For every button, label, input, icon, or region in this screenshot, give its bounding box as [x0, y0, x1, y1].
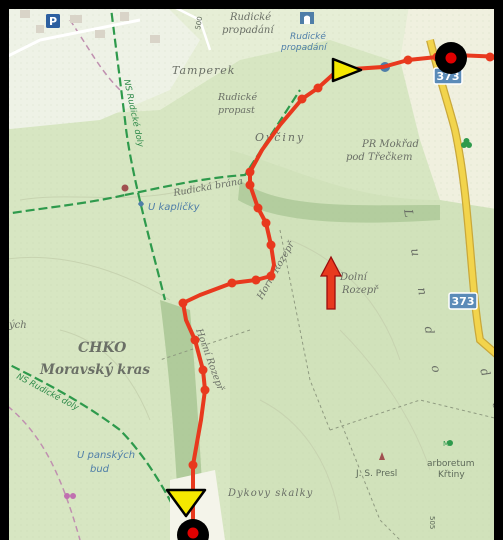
- place-label-panskych: bud: [90, 464, 110, 475]
- footpaths: [159, 229, 494, 540]
- red-target-marker-icon[interactable]: [435, 42, 467, 74]
- place-label: Rudické: [290, 31, 326, 42]
- reserve-boundary: [9, 19, 121, 540]
- chapel-icon: [121, 184, 129, 192]
- tree-icon: [461, 138, 472, 148]
- place-label-propast: propast: [218, 105, 255, 116]
- poi-label-presl: J. S. Presl: [355, 469, 397, 479]
- yellow-triangle-icon[interactable]: [331, 57, 363, 83]
- poi-label-arboretum: Křtiny: [438, 470, 465, 480]
- local-road-2: [175, 9, 212, 51]
- place-label-mokrad: pod Třečkem: [346, 152, 412, 163]
- place-label-dolni: Dolní: [339, 272, 369, 283]
- svg-text:M: M: [443, 440, 449, 448]
- parking-icon: P: [46, 14, 60, 28]
- place-label-mokrad: PR Mokřad: [361, 139, 419, 150]
- place-label-tamperek: Tamperek: [172, 64, 235, 77]
- place-label: propadání: [222, 25, 275, 36]
- yellow-triangle-icon[interactable]: [165, 488, 207, 518]
- area-label-chko: CHKO: [78, 340, 127, 356]
- village-buildings: [20, 10, 160, 43]
- monument-icon: [379, 452, 385, 460]
- place-label-ovciny: Ovčiny: [255, 131, 305, 144]
- place-label-kaplicky: U kapličky: [148, 201, 201, 213]
- parking-label: P: [49, 15, 57, 28]
- direction-arrow-icon: [319, 255, 343, 310]
- elevation-label: 505: [428, 516, 436, 529]
- nature-trail: [9, 9, 301, 511]
- local-road: [9, 18, 141, 58]
- contour-lines: [9, 179, 431, 521]
- area-label-chko: Moravský kras: [39, 362, 150, 378]
- place-label-propast: Rudické: [217, 92, 257, 103]
- arboretum-icon: M: [443, 440, 453, 448]
- water-icon: [138, 201, 144, 207]
- valley-shade-upper: [238, 180, 440, 223]
- red-target-marker-icon[interactable]: [177, 519, 209, 540]
- place-label-fragment: ých: [8, 320, 27, 331]
- butterfly-icon: [64, 493, 76, 499]
- poi-label-arboretum: arboretum: [427, 459, 474, 469]
- route-vertices: [178, 52, 494, 470]
- place-label-panskych: U panských: [77, 449, 135, 461]
- cave-icon: [300, 12, 314, 24]
- place-label: propadání: [280, 43, 328, 53]
- road-number: 373: [452, 295, 475, 308]
- road-shield-mid: 373: [448, 292, 478, 310]
- place-label-dolni: Rozepř: [341, 285, 379, 296]
- elevation-label: 500: [194, 16, 204, 31]
- place-label-skalky: Dykovy skalky: [227, 488, 313, 499]
- place-label: Rudické: [229, 12, 271, 23]
